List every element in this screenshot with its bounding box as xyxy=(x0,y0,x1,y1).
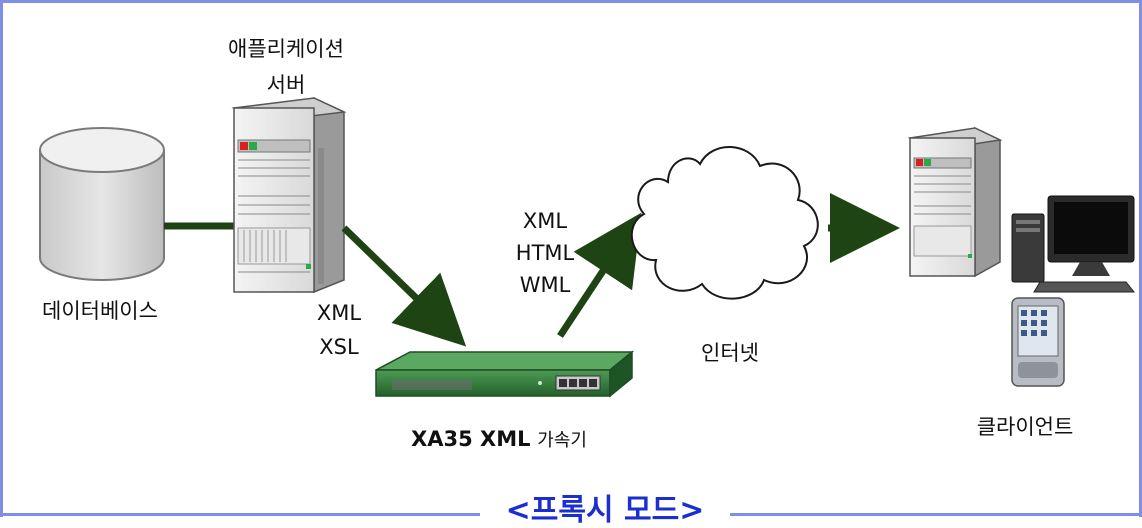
client-server-tower-icon xyxy=(907,126,1003,278)
accelerator-suffix: 가속기 xyxy=(537,430,587,451)
xml-accelerator-device-icon xyxy=(375,350,635,398)
edge-label-xml-2: XML xyxy=(522,209,568,233)
client-label: 클라이언트 xyxy=(976,415,1074,439)
frame-bottom-line-right xyxy=(730,513,1142,516)
database-label: 데이터베이스 xyxy=(42,299,158,323)
app-server-tower-icon xyxy=(231,96,347,294)
database-cylinder-icon xyxy=(39,127,165,281)
edge-label-html: HTML xyxy=(515,241,575,265)
app-server-label-line2: 서버 xyxy=(266,73,306,97)
frame-bottom-line-left xyxy=(0,513,480,516)
accelerator-model: XA35 XML xyxy=(411,427,531,451)
desktop-computer-icon xyxy=(1011,195,1136,293)
edge-label-xsl: XSL xyxy=(319,335,359,359)
arrow-server-to-accelerator xyxy=(341,225,467,347)
pda-handheld-icon xyxy=(1011,297,1065,387)
diagram-frame xyxy=(0,0,1142,517)
arrow-accelerator-to-internet xyxy=(557,212,642,338)
accelerator-label: XA35 XML 가속기 xyxy=(394,426,604,454)
app-server-label-line1: 애플리케이션 xyxy=(228,37,344,61)
edge-label-wml: WML xyxy=(519,273,571,297)
edge-label-xml: XML xyxy=(316,301,362,325)
mode-caption: <프록시 모드> xyxy=(505,493,705,528)
internet-label: 인터넷 xyxy=(701,341,759,365)
internet-cloud-icon xyxy=(630,146,819,300)
diagram-canvas xyxy=(39,96,1136,398)
